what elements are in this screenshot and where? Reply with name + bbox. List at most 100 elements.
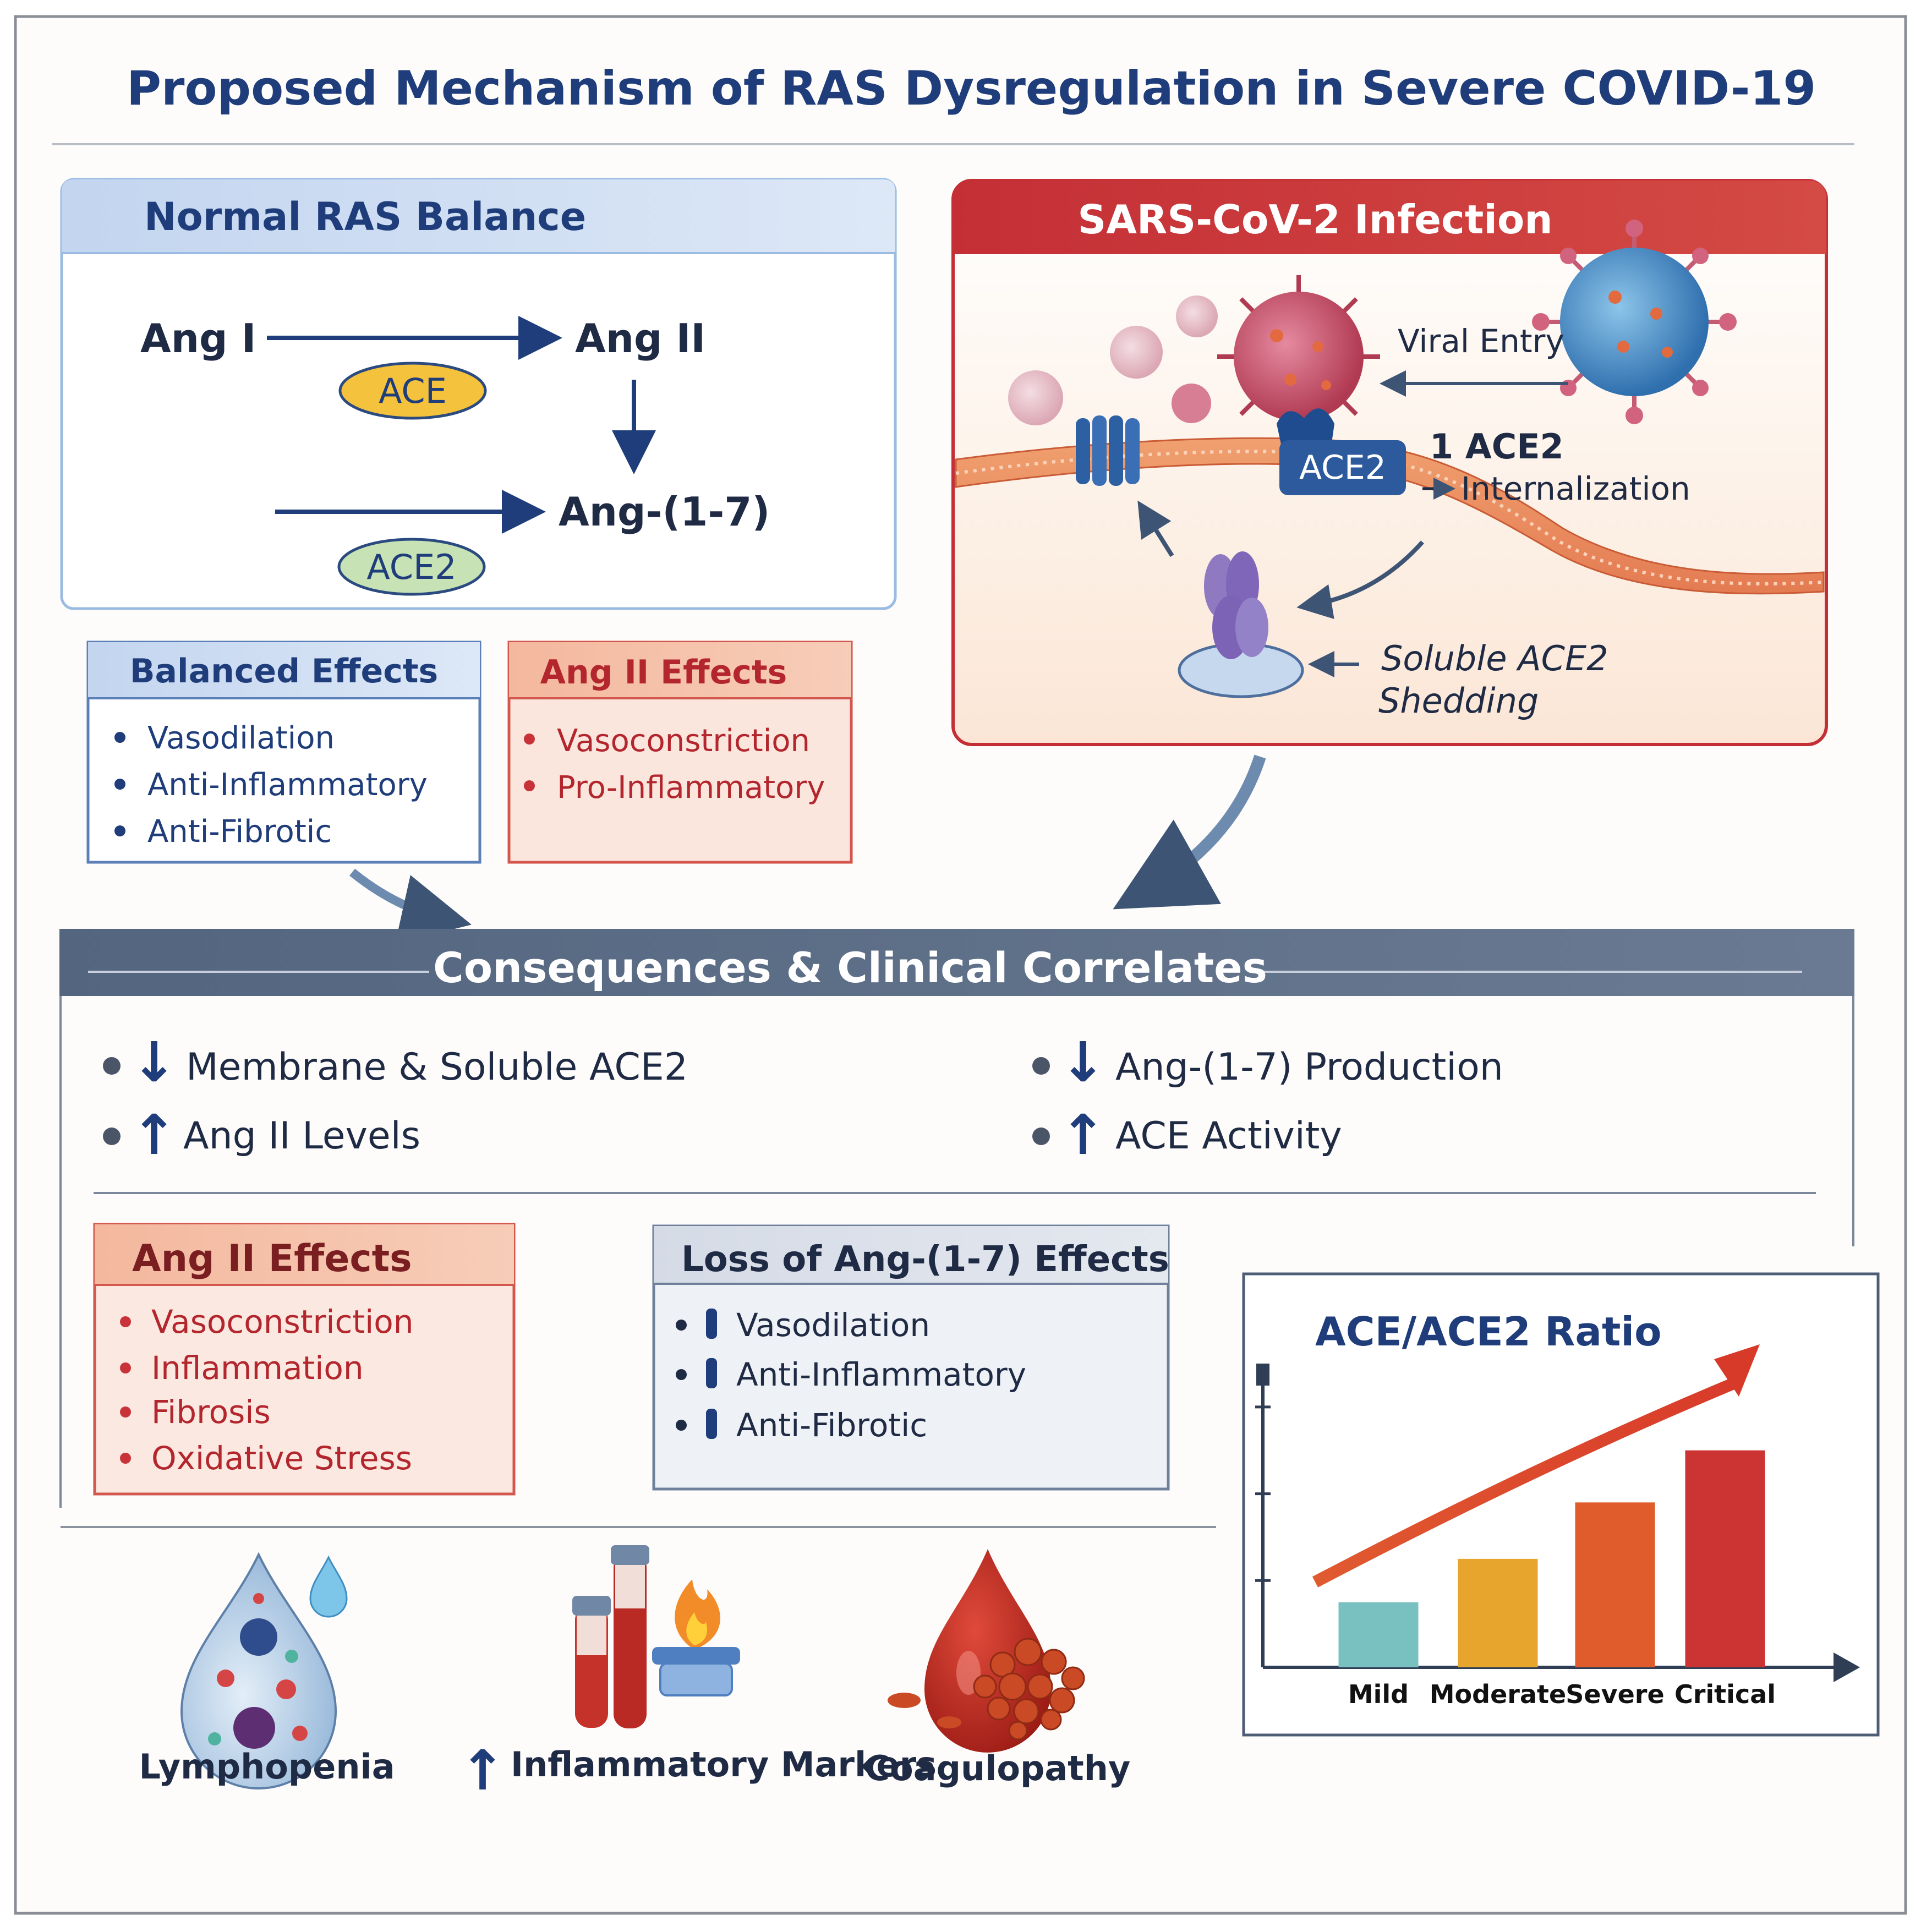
balanced-item-anti-inflammatory: Anti-Inflammatory: [147, 767, 428, 803]
loss-box-header: Loss of Ang-(1-7) Effects: [681, 1239, 1169, 1280]
bar-moderate: [1458, 1558, 1538, 1667]
soluble-ace2-protein-icon: [1204, 551, 1268, 659]
angii-top-header: Ang II Effects: [540, 653, 787, 692]
angii-bottom-item-vasoconstriction: Vasoconstriction: [151, 1303, 413, 1340]
category-label-critical: Critical: [1674, 1679, 1776, 1709]
flame-icon: [652, 1579, 740, 1696]
bullet: [524, 734, 535, 745]
lymphopenia-icon: [180, 1552, 348, 1789]
angii-effects-bottom-box: Ang II Effects Vasoconstriction Inflamma…: [93, 1223, 516, 1496]
angii-top-item-pro-inflammatory: Pro-Inflammatory: [557, 770, 825, 806]
bullet: [114, 732, 125, 743]
small-virus-icon: [1008, 295, 1218, 425]
consequence-text-ang17-production: Ang-(1-7) Production: [1115, 1046, 1503, 1089]
x-axis-arrow-icon: [1834, 1652, 1860, 1682]
recycle-arrow: [1137, 500, 1174, 557]
balanced-effects-box: Balanced Effects Vasodilation Anti-Infla…: [86, 641, 481, 864]
ace2-enzyme-badge: [337, 538, 486, 596]
category-label-moderate: Moderate: [1430, 1679, 1566, 1709]
normal-panel-header: Normal RAS Balance: [144, 194, 586, 239]
trend-arrowhead: [1714, 1344, 1760, 1397]
decrease-marker-icon: [706, 1309, 717, 1339]
right-connector-arrow: [1113, 754, 1266, 910]
consequence-text-ace-activity: ACE Activity: [1115, 1114, 1342, 1158]
figure-title: Proposed Mechanism of RAS Dysregulation …: [127, 61, 1816, 116]
bullet: [114, 779, 125, 790]
lymphopenia-label: Lymphopenia: [139, 1747, 395, 1787]
ace2-receptor-label: ACE2: [1299, 448, 1386, 487]
angii-bottom-header: Ang II Effects: [132, 1237, 412, 1280]
consequences-panel: Consequences & Clinical Correlates: [59, 929, 1854, 1508]
coagulopathy-label: Coagulopathy: [865, 1748, 1131, 1788]
bullet: [676, 1369, 687, 1380]
up-arrow-icon: ↑: [459, 1738, 506, 1803]
bullet: [524, 780, 535, 791]
ang1-label: Ang I: [140, 315, 256, 362]
sars-cov-2-virus-icon: [1532, 220, 1737, 424]
down-arrow-icon: ↓: [131, 1030, 177, 1094]
up-arrow-icon: ↑: [1060, 1103, 1106, 1167]
ace-enzyme-badge: [338, 362, 487, 420]
y-axis-cap: [1256, 1364, 1269, 1386]
angii-bottom-item-inflammation: Inflammation: [151, 1349, 364, 1387]
consequences-header: Consequences & Clinical Correlates: [433, 943, 1267, 992]
loss-ang17-box: Loss of Ang-(1-7) Effects Vasodilation A…: [652, 1224, 1170, 1491]
angii-bottom-item-oxidative-stress: Oxidative Stress: [151, 1440, 412, 1477]
angii-top-item-vasoconstriction: Vasoconstriction: [557, 723, 810, 759]
shedding-label-1: Soluble ACE2: [1381, 638, 1608, 678]
consequence-bullet-3: ↓ Ang-(1-7) Production: [1032, 1030, 1503, 1094]
bullet: [120, 1316, 131, 1327]
inflammatory-markers-label: Inflammatory Markers: [511, 1744, 937, 1785]
channel-protein-icon: [1076, 415, 1140, 486]
bound-virus-icon: [1217, 275, 1380, 437]
loss-item-vasodilation: Vasodilation: [736, 1306, 930, 1344]
consequence-text-angii-levels: Ang II Levels: [183, 1114, 420, 1158]
internalization-label-2: Internalization: [1461, 470, 1690, 507]
ang17-label: Ang-(1-7): [559, 489, 770, 535]
consequence-bullet-2: ↑ Ang II Levels: [103, 1103, 420, 1167]
consequence-bullet-4: ↑ ACE Activity: [1032, 1103, 1342, 1167]
angii-effects-top-box: Ang II Effects Vasoconstriction Pro-Infl…: [507, 641, 853, 864]
loss-item-anti-fibrotic: Anti-Fibrotic: [736, 1406, 927, 1444]
loss-item-anti-inflammatory: Anti-Inflammatory: [736, 1356, 1026, 1393]
angii-bottom-item-fibrosis: Fibrosis: [151, 1393, 271, 1431]
category-label-mild: Mild: [1348, 1679, 1409, 1709]
ace2-receptor-badge: [1279, 440, 1406, 495]
trend-arrow: [1312, 1375, 1742, 1588]
bullet: [120, 1406, 131, 1417]
bullet: [120, 1453, 131, 1464]
bars: [1338, 1450, 1765, 1667]
ang2-label: Ang II: [575, 315, 705, 362]
bar-mild: [1338, 1602, 1419, 1667]
viral-entry-label: Viral Entry: [1398, 322, 1564, 360]
consequence-text-membrane-ace2: Membrane & Soluble ACE2: [186, 1046, 688, 1089]
balanced-item-vasodilation: Vasodilation: [147, 720, 335, 756]
bullet: [676, 1320, 687, 1331]
infection-panel: SARS-CoV-2 Infection: [951, 179, 1828, 746]
bullet: [114, 825, 125, 836]
up-arrow-icon: ↑: [131, 1103, 177, 1167]
balanced-item-anti-fibrotic: Anti-Fibrotic: [147, 814, 332, 850]
bullet: [676, 1420, 687, 1431]
consequence-bullet-1: ↓ Membrane & Soluble ACE2: [103, 1030, 688, 1094]
balanced-effects-header: Balanced Effects: [130, 652, 438, 691]
bullet: [120, 1362, 131, 1373]
chart-title: ACE/ACE2 Ratio: [1315, 1309, 1662, 1355]
normal-ras-panel: Normal RAS Balance Ang I Ang II ACE Ang-…: [60, 178, 897, 610]
ace2-enzyme-label: ACE2: [366, 547, 456, 587]
coagulopathy-icon: [888, 1549, 1085, 1753]
bar-severe: [1575, 1502, 1655, 1667]
internalization-label-1: 1 ACE2: [1430, 426, 1564, 467]
infection-panel-header: SARS-CoV-2 Infection: [1077, 196, 1552, 243]
y-axis-ticks: [1255, 1405, 1271, 1582]
shedding-curve-arrow: [1296, 540, 1424, 619]
left-connector-arrow: [349, 868, 472, 944]
test-tubes-icon: [572, 1545, 649, 1728]
category-label-severe: Severe: [1566, 1679, 1664, 1709]
decrease-marker-icon: [706, 1358, 717, 1388]
shedding-label-2: Shedding: [1378, 681, 1539, 721]
down-arrow-icon: ↓: [1060, 1030, 1106, 1094]
